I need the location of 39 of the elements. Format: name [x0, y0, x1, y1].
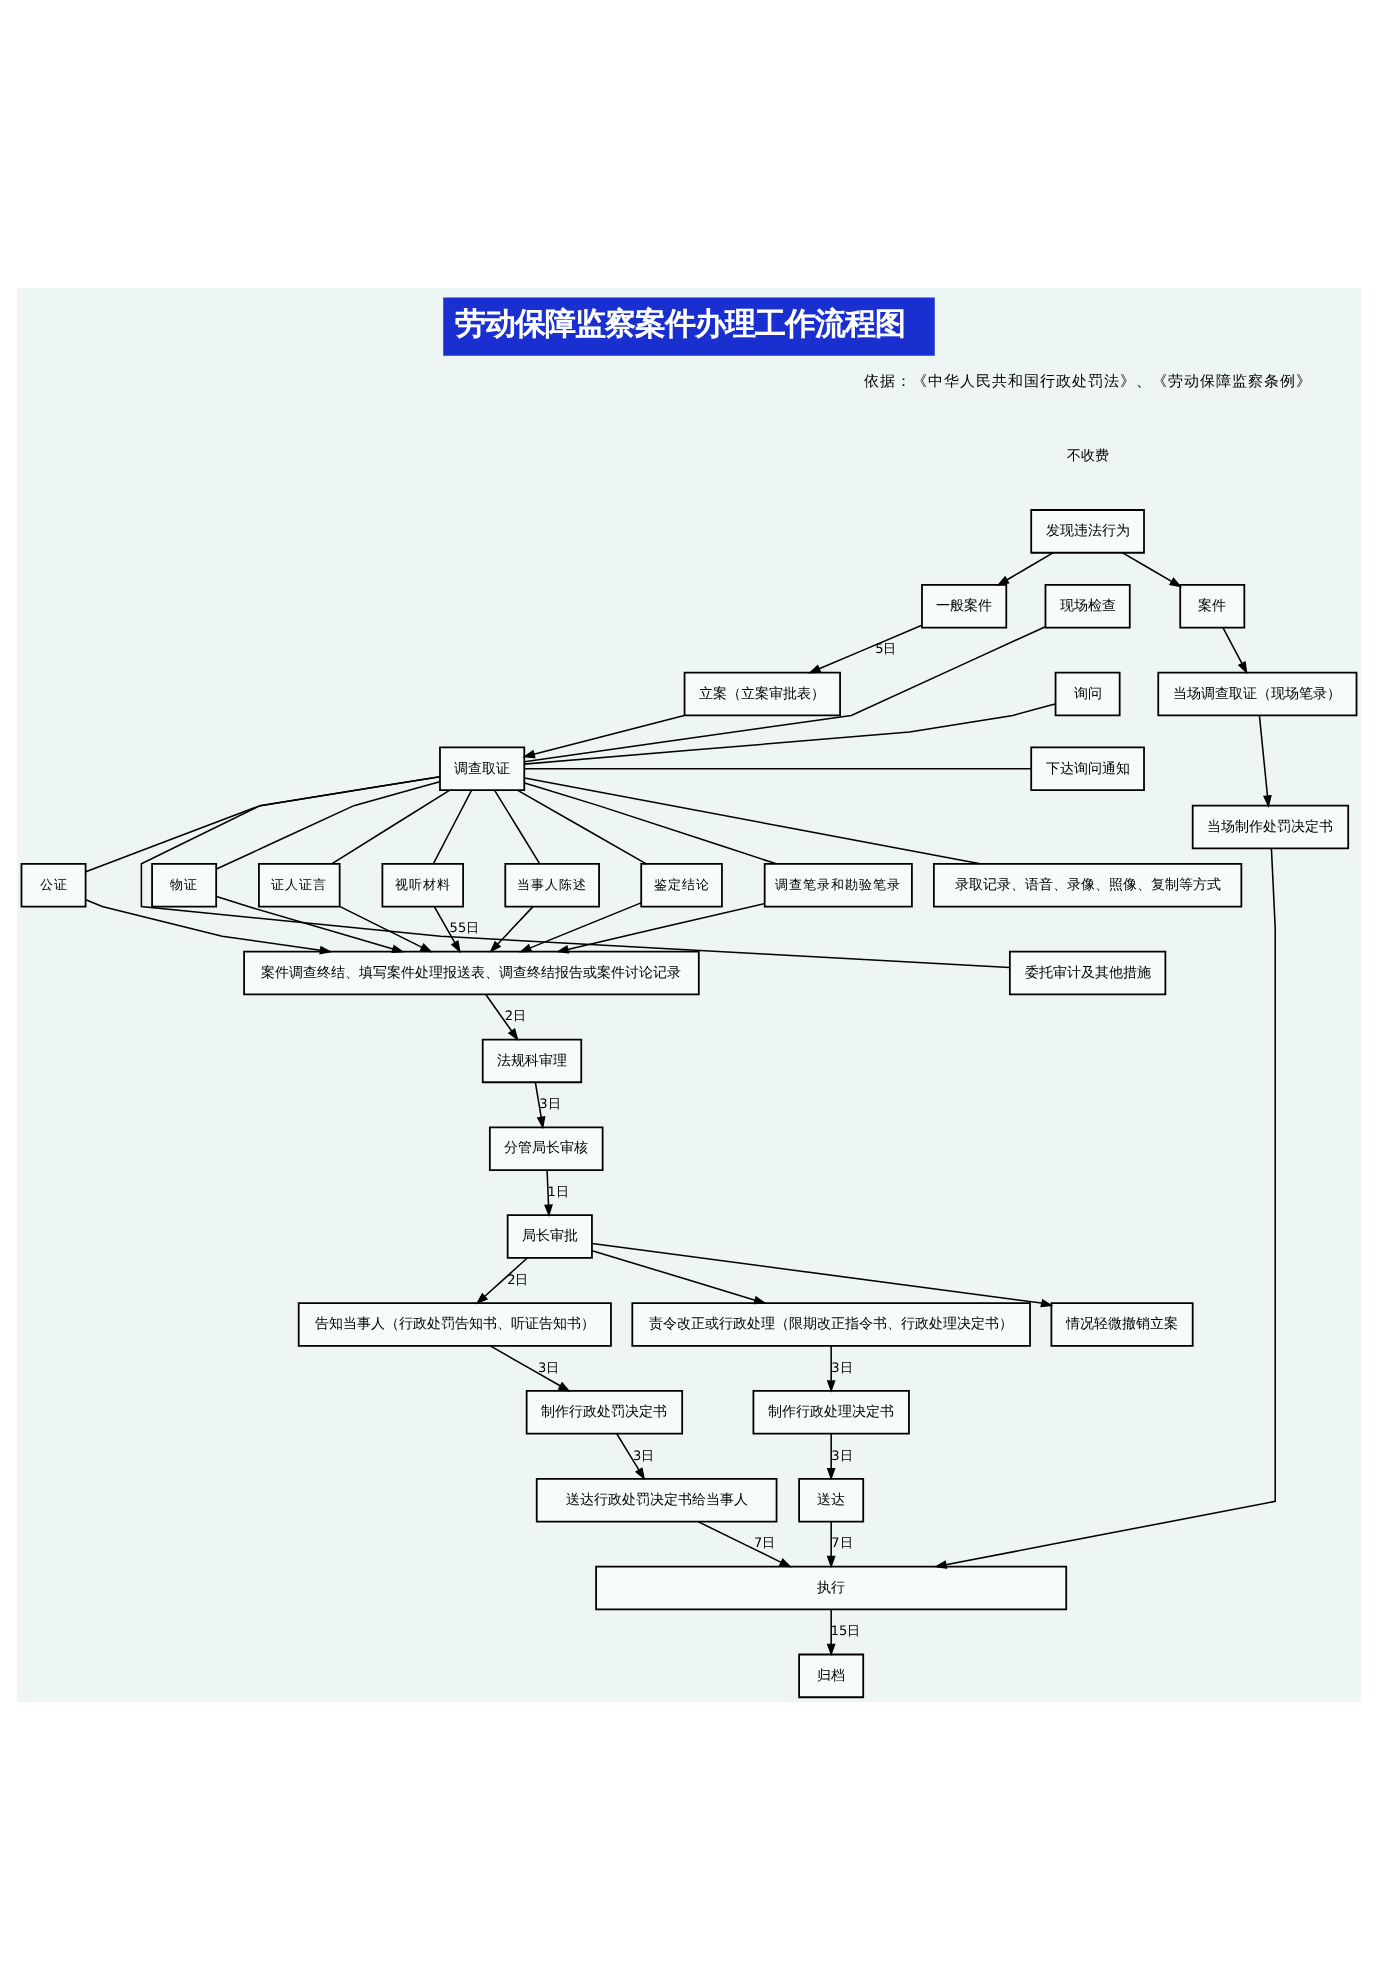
- arrow: [522, 713, 686, 758]
- arrow: [996, 551, 1054, 585]
- arrow: [534, 1080, 546, 1129]
- connector: [523, 776, 981, 864]
- arrow: [518, 901, 642, 952]
- arrow: [433, 904, 461, 953]
- connector: [432, 788, 473, 864]
- arrow: [475, 1256, 529, 1304]
- arrow: [84, 897, 333, 954]
- arrow: [215, 894, 405, 952]
- connector: [140, 775, 1011, 968]
- arrow: [616, 1432, 646, 1480]
- arrow: [826, 1344, 836, 1392]
- diagram-title: 劳动保障监察案件办理工作流程图: [455, 304, 906, 341]
- arrow: [826, 1432, 836, 1480]
- connector: [85, 775, 441, 872]
- connector: [523, 781, 777, 864]
- arrow: [489, 904, 534, 952]
- connector: [493, 788, 541, 864]
- arrow: [826, 1607, 836, 1656]
- connector: [215, 780, 441, 869]
- connector: [330, 788, 451, 864]
- arrow: [1258, 713, 1272, 807]
- arrow: [591, 1248, 767, 1304]
- arrow: [591, 1241, 1054, 1307]
- arrow: [1121, 551, 1183, 587]
- connector: [517, 788, 647, 864]
- arrow: [339, 904, 433, 952]
- arrow: [808, 623, 923, 673]
- arrow: [826, 1519, 836, 1568]
- connector: [523, 767, 1032, 769]
- connector: [523, 624, 1047, 762]
- arrow: [697, 1519, 792, 1567]
- arrow: [489, 1344, 571, 1391]
- arrow: [556, 901, 766, 953]
- arrow: [1222, 625, 1248, 674]
- arrow: [485, 992, 519, 1040]
- connector: [523, 702, 1057, 764]
- arrow: [544, 1168, 553, 1217]
